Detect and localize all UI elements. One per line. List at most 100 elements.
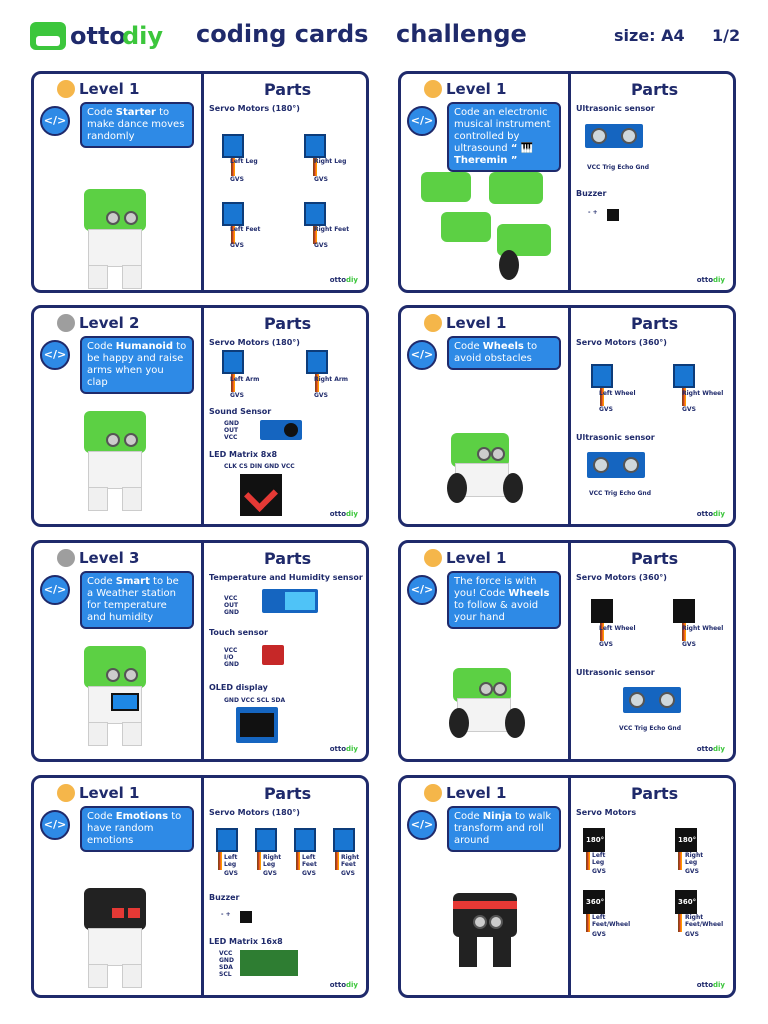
servo-label: Right Wheel	[682, 625, 724, 632]
servo-icon	[216, 828, 238, 852]
card-divider	[201, 308, 204, 524]
servo-icon	[304, 134, 326, 158]
servo-icon	[222, 350, 244, 374]
servo-icon	[222, 202, 244, 226]
servo-icon	[222, 134, 244, 158]
sound-sensor-icon	[260, 420, 302, 440]
servo-label: Left Arm	[230, 376, 260, 383]
buzzer-icon	[240, 911, 252, 923]
logo-diy-text: diy	[122, 22, 164, 50]
section-title: Servo Motors	[576, 808, 637, 817]
section-title: Servo Motors (180°)	[209, 808, 300, 817]
challenge-bubble: Code Emotions to have random emotions	[80, 806, 194, 852]
section-title: Servo Motors (360°)	[576, 338, 667, 347]
section-title: Buzzer	[209, 893, 240, 902]
challenge-bubble: Code Wheels to avoid obstacles	[447, 336, 561, 370]
pin-label: GVS	[685, 868, 699, 875]
section-title: LED Matrix 16x8	[209, 937, 283, 946]
level-label: Level 2	[57, 314, 139, 332]
servo-icon: 360°	[675, 890, 697, 914]
card-divider	[201, 778, 204, 995]
pin-label: GVS	[592, 931, 606, 938]
pin-label: GVS	[314, 176, 328, 183]
servo-label: Right Feet	[341, 854, 360, 868]
code-icon: </>	[40, 340, 70, 370]
pin-label: VCC OUT GND	[224, 595, 239, 616]
footer-logo: ottodiy	[329, 981, 358, 989]
challenge-bubble: Code an electronic musical instrument co…	[447, 102, 561, 172]
pin-label: GVS	[314, 392, 328, 399]
pin-label: GVS	[599, 406, 613, 413]
level-label: Level 1	[424, 314, 506, 332]
pin-label: GVS	[314, 242, 328, 249]
pin-label: GVS	[230, 392, 244, 399]
pin-label: GND OUT VCC	[224, 420, 239, 441]
pin-label: GVS	[685, 931, 699, 938]
level-label: Level 1	[424, 549, 506, 567]
section-title: LED Matrix 8x8	[209, 450, 278, 459]
card-divider	[568, 308, 571, 524]
pin-label: GVS	[230, 242, 244, 249]
code-icon: </>	[40, 810, 70, 840]
level-label: Level 1	[424, 784, 506, 802]
challenge-bubble: Code Smart to be a Weather station for t…	[80, 571, 194, 629]
servo-icon	[306, 350, 328, 374]
ultrasonic-sensor-icon	[623, 687, 681, 713]
pin-label: - +	[588, 209, 598, 216]
servo-icon	[255, 828, 277, 852]
level-label: Level 1	[57, 784, 139, 802]
code-icon: </>	[40, 575, 70, 605]
footer-logo: ottodiy	[696, 276, 725, 284]
servo-icon	[333, 828, 355, 852]
pin-label: GVS	[682, 406, 696, 413]
pin-label: VCC I/O GND	[224, 647, 239, 668]
card-theremin: Level 1 Parts </> Code an electronic mus…	[398, 71, 736, 293]
face-icon	[57, 784, 75, 802]
parts-title: Parts	[264, 784, 312, 803]
servo-label: Left Wheel	[599, 625, 636, 632]
servo-label: Right Leg	[314, 158, 347, 165]
card-starter: Level 1 Parts </> Code Starter to make d…	[31, 71, 369, 293]
servo-label: Right Leg	[685, 852, 704, 866]
servo-label: Left Wheel	[599, 390, 636, 397]
face-icon	[424, 314, 442, 332]
page-header: otto diy coding cards challenge size: A4…	[0, 0, 768, 70]
page-size: size: A4	[614, 26, 685, 45]
level-label: Level 3	[57, 549, 139, 567]
section-title: Ultrasonic sensor	[576, 433, 655, 442]
pin-label: VCC Trig Echo Gnd	[587, 164, 650, 171]
pin-label: GND VCC SCL SDA	[224, 697, 286, 704]
servo-label: Left Feet/Wheel	[592, 914, 631, 928]
logo-robot-icon	[30, 22, 66, 50]
footer-logo: ottodiy	[329, 276, 358, 284]
page-number: 1/2	[712, 26, 741, 45]
pin-label: GVS	[592, 868, 606, 875]
section-title: Touch sensor	[209, 628, 268, 637]
pin-label: - +	[221, 911, 231, 918]
parts-title: Parts	[631, 549, 679, 568]
servo-label: Left Leg	[230, 158, 258, 165]
card-divider	[201, 543, 204, 759]
logo-otto-text: otto	[70, 22, 126, 50]
face-icon	[424, 784, 442, 802]
pin-label: GVS	[599, 641, 613, 648]
parts-title: Parts	[631, 80, 679, 99]
servo-icon	[591, 599, 613, 623]
servo-icon: 180°	[675, 828, 697, 852]
astronaut-icon	[57, 314, 75, 332]
servo-label: Right Feet/Wheel	[685, 914, 724, 928]
face-icon	[424, 549, 442, 567]
level-label: Level 1	[424, 80, 506, 98]
level-label: Level 1	[57, 80, 139, 98]
pin-label: GVS	[263, 870, 277, 877]
section-title: Servo Motors (360°)	[576, 573, 667, 582]
parts-title: Parts	[631, 314, 679, 333]
pin-label: VCC Trig Echo Gnd	[589, 490, 652, 497]
code-icon: </>	[40, 106, 70, 136]
oled-display-icon	[236, 707, 278, 743]
footer-logo: ottodiy	[696, 745, 725, 753]
card-wheels-follow: Level 1 Parts </> The force is with you!…	[398, 540, 736, 762]
temperature-humidity-sensor-icon	[262, 589, 318, 613]
servo-icon	[673, 364, 695, 388]
servo-label: Right Leg	[263, 854, 282, 868]
